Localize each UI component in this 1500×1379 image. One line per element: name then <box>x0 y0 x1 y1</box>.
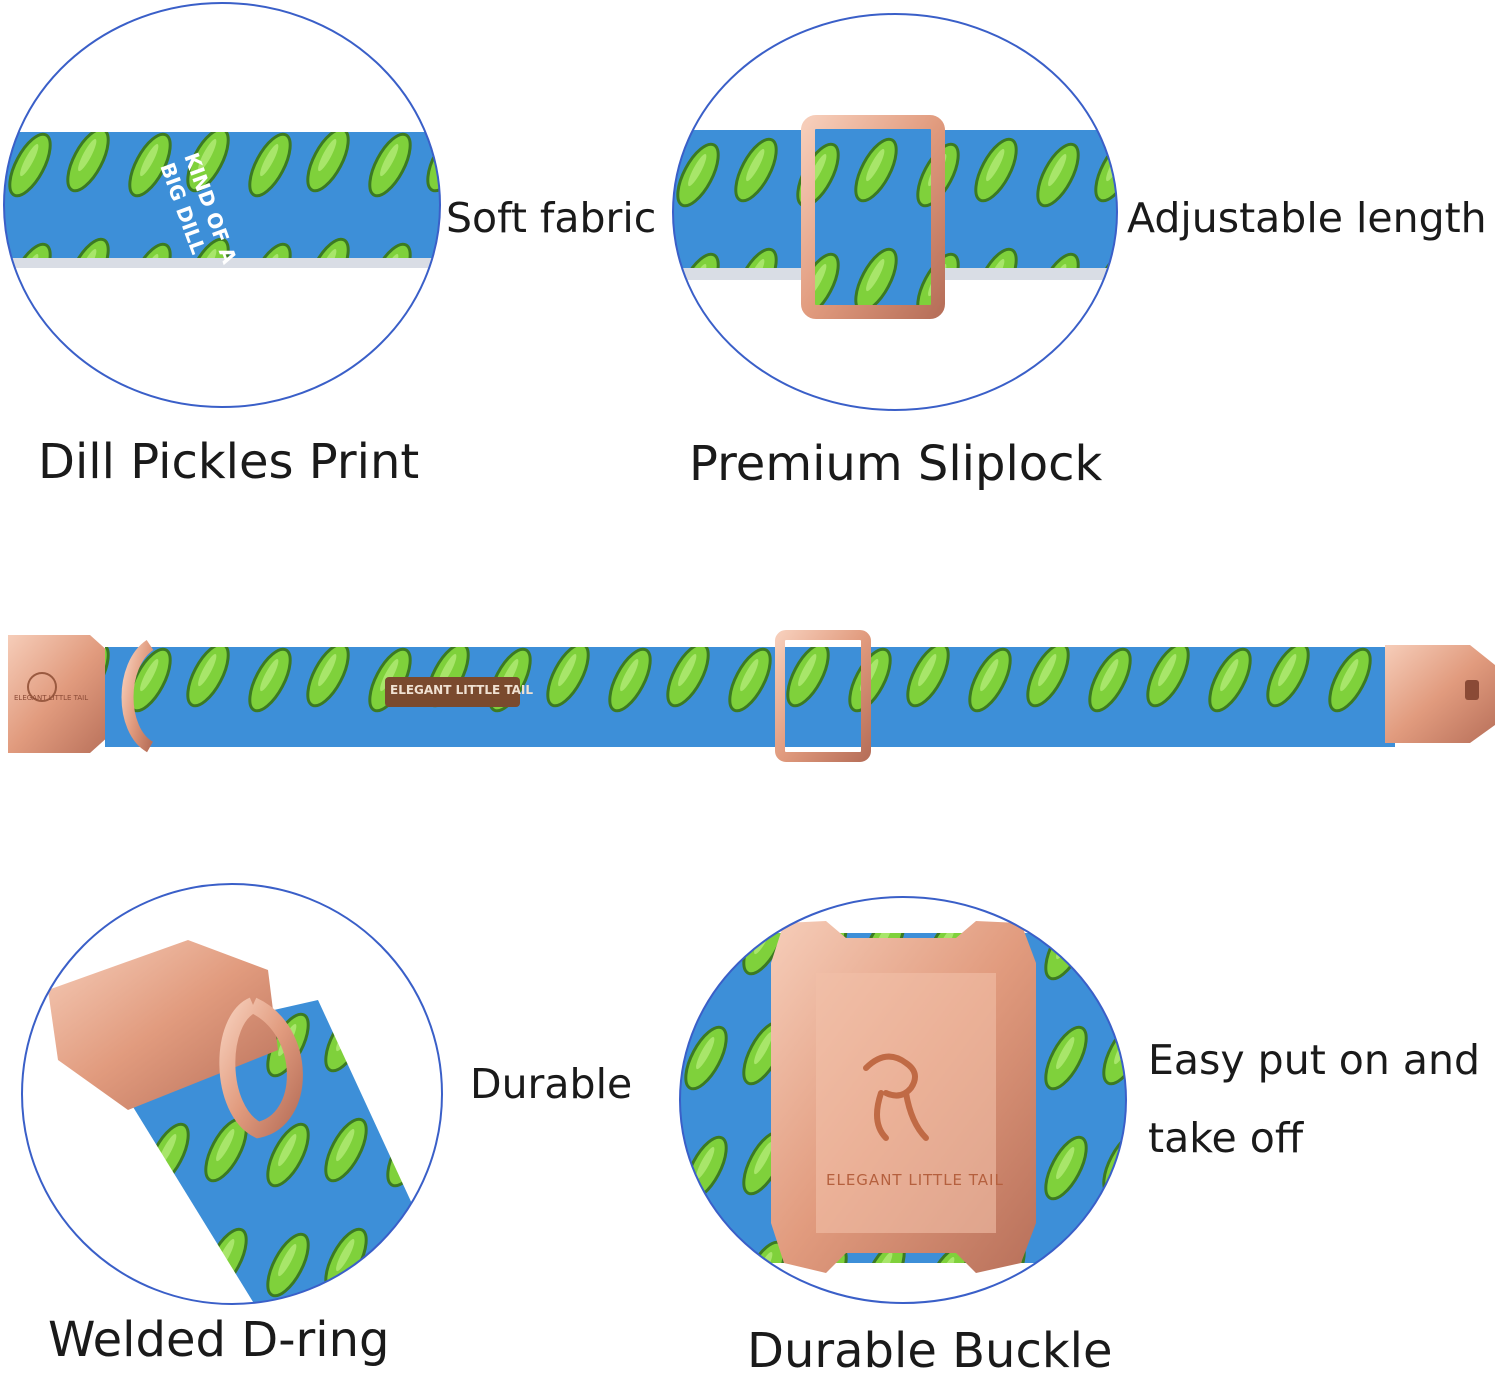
sliplock-closeup-circle <box>668 10 1123 415</box>
easy-put-on-label-line1: Easy put on and <box>1148 1036 1481 1084</box>
buckle-brand-text: ELEGANT LITTLE TAIL <box>826 1171 1004 1189</box>
welded-d-ring-label: Welded D-ring <box>48 1312 390 1368</box>
brand-tag-text: ELEGANT LITTLE TAIL <box>390 683 534 697</box>
durable-buckle-label: Durable Buckle <box>747 1323 1113 1379</box>
fabric-closeup-circle: KIND OF A BIG DILL <box>0 0 445 410</box>
d-ring-closeup-circle <box>18 880 446 1308</box>
buckle-closeup-circle: ELEGANT LITTLE TAIL <box>676 893 1131 1308</box>
adjustable-length-label: Adjustable length <box>1127 194 1487 242</box>
collar-left-buckle-brand: ELEGANT LITTLE TAIL <box>14 694 89 702</box>
dill-pickles-print-label: Dill Pickles Print <box>38 434 420 490</box>
durable-label: Durable <box>470 1060 633 1108</box>
soft-fabric-label: Soft fabric <box>446 194 657 242</box>
premium-sliplock-label: Premium Sliplock <box>689 436 1103 492</box>
easy-put-on-label-line2: take off <box>1148 1114 1304 1162</box>
full-collar-image: ELEGANT LITTLE TAIL ELEGANT LITTLE TAIL <box>0 625 1500 765</box>
